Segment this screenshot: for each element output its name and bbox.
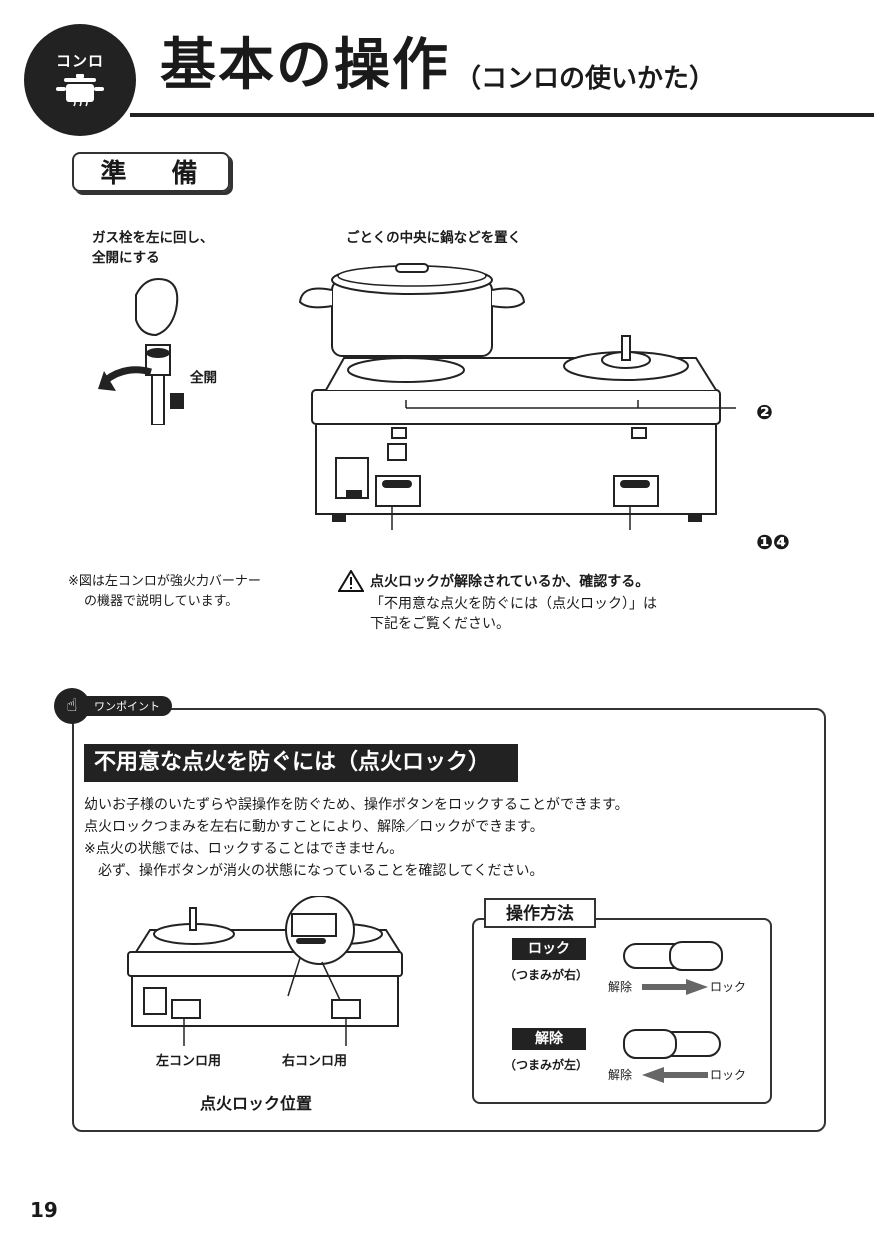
lock-left-word: 解除 <box>608 980 633 994</box>
lock-heading: ロック <box>512 938 586 960</box>
onepoint-frame <box>72 708 826 1132</box>
body-line-2: 点火ロックつまみを左右に動かすことにより、解除／ロックができます。 <box>84 819 544 835</box>
section-title: 不用意な点火を防ぐには（点火ロック） <box>84 744 518 782</box>
title-rule <box>130 113 874 117</box>
unlock-heading: 解除 <box>512 1028 586 1050</box>
full-open-label: 全開 <box>190 370 217 386</box>
pot-icon <box>56 74 104 107</box>
marker-1-4: ❶❹ <box>756 530 790 554</box>
category-badge: コンロ <box>24 24 136 136</box>
right-burner-label: 右コンロ用 <box>282 1054 348 1069</box>
stove-with-pot-illustration <box>298 263 736 530</box>
place-pot-instruction: ごとくの中央に鍋などを置く <box>346 230 522 246</box>
page-subtitle: （コンロの使いかた） <box>455 64 716 94</box>
note-line-2: の機器で説明しています。 <box>84 594 239 609</box>
arrow-right-icon <box>642 979 708 995</box>
unlock-right-word: ロック <box>710 1068 747 1082</box>
body-line-1: 幼いお子様のいたずらや誤操作を防ぐため、操作ボタンをロックすることができます。 <box>84 797 629 813</box>
lock-sub: （つまみが右） <box>504 968 589 982</box>
unlock-sub: （つまみが左） <box>504 1058 589 1072</box>
warning-line-3: 下記をご覧ください。 <box>370 616 510 632</box>
warning-icon <box>338 570 364 592</box>
note-line-1: ※図は左コンロが強火力バーナー <box>68 574 261 589</box>
body-line-4: 必ず、操作ボタンが消火の状態になっていることを確認してください。 <box>84 863 544 879</box>
page-title: 基本の操作 <box>160 33 450 98</box>
body-line-3: ※点火の状態では、ロックすることはできません。 <box>84 841 404 857</box>
page-number: 19 <box>30 1198 58 1222</box>
left-burner-label: 左コンロ用 <box>156 1054 222 1069</box>
onepoint-tag: ☝ ワンポイント <box>54 688 172 724</box>
onepoint-label: ワンポイント <box>86 696 172 716</box>
gas-valve-illustration <box>98 278 184 425</box>
lock-knob-illustration <box>623 941 723 971</box>
method-title: 操作方法 <box>484 898 596 928</box>
lock-position-illustration <box>127 896 403 1046</box>
method-frame <box>472 918 772 1104</box>
warning-line-2: 「不用意な点火を防ぐには（点火ロック）」は <box>370 596 657 612</box>
lock-right-word: ロック <box>710 980 747 994</box>
lock-position-caption: 点火ロック位置 <box>200 1094 313 1113</box>
category-tag: コンロ <box>55 52 104 70</box>
marker-2: ❷ <box>756 400 773 424</box>
warning-title: 点火ロックが解除されているか、確認する。 <box>370 574 650 590</box>
prep-heading: 準 備 <box>72 152 230 192</box>
pointing-hand-icon: ☝ <box>54 688 90 724</box>
unlock-left-word: 解除 <box>608 1068 633 1082</box>
gas-valve-instruction-1: ガス栓を左に回し、 <box>92 230 214 246</box>
unlock-knob-illustration <box>623 1029 721 1059</box>
arrow-left-icon <box>642 1067 708 1083</box>
gas-valve-instruction-2: 全開にする <box>92 250 160 266</box>
